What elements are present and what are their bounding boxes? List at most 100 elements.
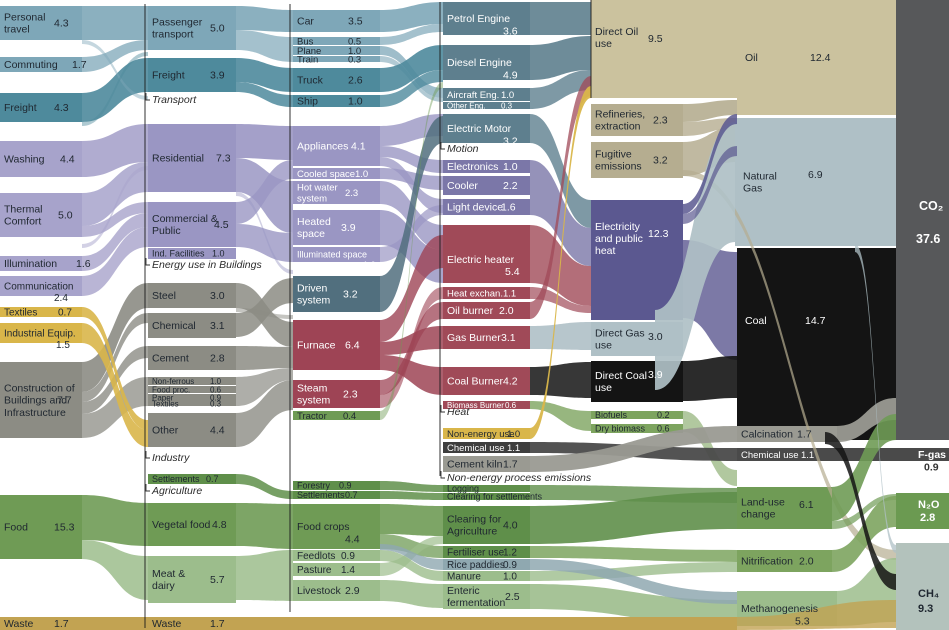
- label-driven-system: Driven: [297, 283, 328, 295]
- value-illumination: 1.6: [76, 258, 91, 270]
- flow-50: [380, 116, 443, 312]
- flow-98: [832, 496, 896, 572]
- flow-13: [82, 377, 148, 438]
- flow-74: [530, 362, 591, 398]
- node-oil: [737, 0, 905, 115]
- group-label-3: Agriculture: [151, 485, 202, 497]
- label-settlements-c2: Settlements: [152, 474, 200, 484]
- node-clearing-agriculture: [443, 506, 530, 544]
- node-direct-oil-use: [591, 0, 751, 98]
- value-washing: 4.4: [60, 154, 75, 166]
- label-direct-coal-use: use: [595, 382, 612, 394]
- label-car: Car: [297, 16, 314, 28]
- label-communication: Communication: [4, 282, 73, 293]
- flow-56: [380, 82, 443, 420]
- value-passenger-transport: 5.0: [210, 23, 225, 35]
- flow-18: [82, 166, 148, 248]
- value-dry-biomass: 0.6: [657, 424, 670, 434]
- label-electricity: Electricity: [595, 221, 641, 233]
- label-electricity: heat: [595, 245, 616, 257]
- flow-68: [530, 114, 591, 228]
- node-co2: [896, 0, 949, 440]
- label-forestry: Forestry: [297, 481, 331, 491]
- value-direct-gas-use: 3.0: [648, 331, 663, 343]
- label-chemical-use-c4: Chemical use: [447, 443, 505, 454]
- label-construction: Buildings and: [4, 395, 67, 407]
- flow-57: [380, 481, 443, 492]
- flow-89: [655, 122, 735, 390]
- node-paper: [148, 394, 236, 401]
- value-textiles-c1: 0.7: [58, 308, 72, 319]
- flow-59: [380, 504, 443, 536]
- value-methanogenesis: 5.3: [795, 615, 810, 627]
- value-feedlots: 0.9: [341, 551, 355, 562]
- label-furnace: Furnace: [297, 340, 336, 352]
- flow-95: [837, 398, 896, 442]
- value-other-eng: 0.3: [501, 101, 513, 110]
- label-residential: Residential: [152, 153, 204, 165]
- value-waste-c2: 1.7: [210, 618, 225, 630]
- label-food-proc: Food proc.: [152, 385, 190, 394]
- value-steam-system: 2.3: [343, 389, 358, 401]
- node-dry-biomass: [591, 424, 683, 433]
- flow-62: [380, 550, 443, 581]
- label-steam-system: Steam: [297, 383, 328, 395]
- value-land-use-change: 6.1: [799, 499, 814, 511]
- node-illumination: [0, 256, 82, 271]
- value-train: 0.3: [348, 54, 361, 65]
- label-manure: Manure: [447, 572, 481, 583]
- value-clearing-agriculture: 4.0: [503, 520, 518, 532]
- node-vegetal-food: [148, 503, 236, 546]
- label-other-eng: Other Eng.: [447, 101, 486, 110]
- value-other: 4.4: [210, 425, 225, 437]
- label-cement: Cement: [152, 353, 189, 365]
- label-construction: Construction of: [4, 383, 75, 395]
- flow-43: [380, 114, 443, 146]
- label-thermal-comfort: Comfort: [4, 216, 41, 228]
- label-train: Train: [297, 54, 318, 65]
- group-bracket-4: [440, 142, 445, 150]
- value-heated-space: 3.9: [341, 222, 356, 234]
- flow-20: [236, 30, 293, 62]
- flow-32: [236, 474, 293, 499]
- node-natural-gas: [735, 118, 905, 246]
- value-electric-heater: 5.4: [505, 266, 520, 278]
- flow-82: [530, 559, 737, 604]
- label-non-ferrous: Non-ferrous: [152, 377, 194, 386]
- node-commuting: [0, 57, 82, 72]
- node-hot-water-system: [293, 181, 380, 204]
- value-commuting: 1.7: [72, 59, 87, 71]
- node-waste-band: [0, 617, 737, 630]
- flow-31: [236, 380, 293, 447]
- flow-64: [380, 580, 443, 608]
- node-aircraft-eng: [443, 88, 530, 101]
- flow-17: [82, 52, 148, 126]
- value-communication: 2.4: [54, 293, 68, 304]
- value-food-crops: 4.4: [345, 533, 360, 545]
- flow-37: [380, 2, 443, 32]
- node-plane: [293, 46, 380, 55]
- label-heated-space: space: [297, 228, 325, 240]
- node-chemical-use-c4: [443, 442, 530, 453]
- flow-35: [236, 192, 293, 274]
- flow-25: [236, 160, 293, 224]
- node-textiles-c2: [148, 401, 236, 406]
- label-other: Other: [152, 425, 179, 437]
- flow-69: [530, 160, 591, 266]
- group-bracket-3: [145, 484, 150, 492]
- value-commercial-public: 4.5: [214, 219, 229, 231]
- value-residential: 7.3: [216, 153, 231, 165]
- value-settlements-c2: 0.7: [206, 474, 219, 484]
- label-commercial-public: Public: [152, 225, 181, 237]
- label-coal: Coal: [745, 315, 767, 327]
- value-plane: 1.0: [348, 46, 361, 57]
- label-electric-motor: Electric Motor: [447, 123, 512, 135]
- node-personal-travel: [0, 6, 82, 40]
- label-waste-c2: Waste: [152, 618, 182, 630]
- label-textiles-c2: Textiles: [152, 399, 179, 408]
- node-nitrification: [737, 550, 832, 572]
- node-rice-paddies: [443, 559, 530, 570]
- node-non-ferrous: [148, 377, 236, 385]
- flow-73: [530, 322, 591, 350]
